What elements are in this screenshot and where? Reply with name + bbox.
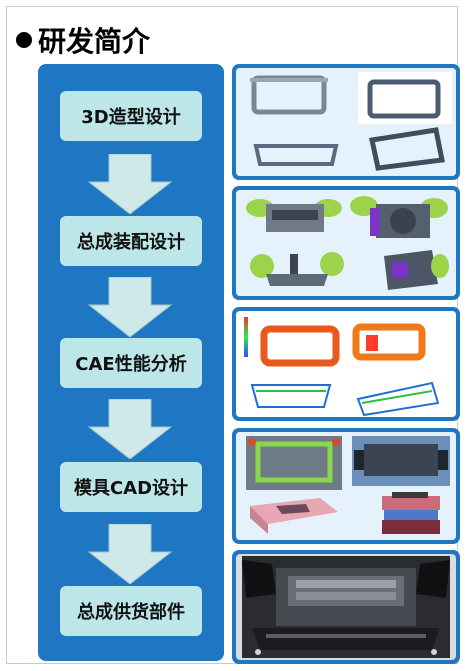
image-3d-models [232, 64, 460, 180]
down-arrow-icon [87, 399, 173, 459]
image-assembly [232, 186, 460, 300]
step-cae-analysis: CAE性能分析 [60, 338, 202, 388]
process-flow-panel: 3D造型设计 总成装配设计 CAE性能分析 模具CAD设计 总成供货部件 [38, 64, 224, 661]
image-cae-analysis [232, 307, 460, 421]
down-arrow-icon [87, 154, 173, 214]
image-supply-part [232, 550, 460, 664]
page-title: 研发简介 [16, 22, 150, 58]
down-arrow-icon [87, 277, 173, 337]
page-title-text: 研发简介 [38, 25, 151, 58]
down-arrow-icon [87, 524, 173, 584]
image-mold-cad [232, 428, 460, 544]
step-assembly-design: 总成装配设计 [60, 216, 202, 266]
step-3d-modeling: 3D造型设计 [60, 91, 202, 141]
step-assembly-supply: 总成供货部件 [60, 586, 202, 636]
bullet-icon [16, 32, 32, 48]
step-mold-cad: 模具CAD设计 [60, 462, 202, 512]
